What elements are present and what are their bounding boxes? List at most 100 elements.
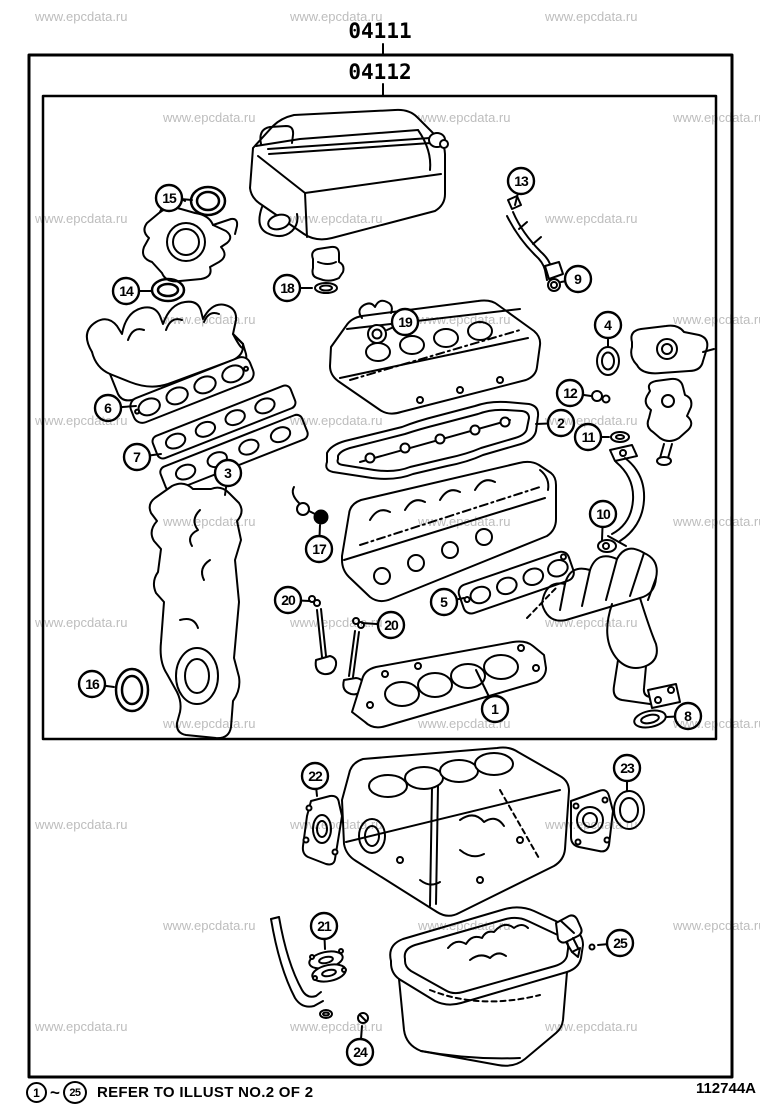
callout-14[interactable]: 14 xyxy=(111,276,152,306)
cylinder-head xyxy=(341,460,557,603)
callout-11[interactable]: 11 xyxy=(573,422,610,452)
callout-9[interactable]: 9 xyxy=(560,264,593,294)
callout-circle[interactable] xyxy=(345,1037,375,1067)
legend-callout-from: 1 xyxy=(26,1082,47,1103)
callout-number: 4 xyxy=(604,317,612,333)
intake-gasket-5 xyxy=(457,550,575,615)
oil-pipe-10 xyxy=(597,457,646,553)
valve-20a xyxy=(308,595,338,676)
manifold-plate-7a xyxy=(151,384,297,460)
callout-number: 7 xyxy=(133,449,141,465)
callout-circle[interactable] xyxy=(555,378,585,408)
callout-number: 18 xyxy=(280,280,295,296)
callout-20[interactable]: 20 xyxy=(273,585,311,615)
callout-circle[interactable] xyxy=(213,458,243,488)
callout-circle[interactable] xyxy=(304,534,334,564)
callout-circle[interactable] xyxy=(612,753,642,783)
callout-3[interactable]: 3 xyxy=(213,458,243,496)
callout-circle[interactable] xyxy=(588,499,618,529)
grommet-19 xyxy=(358,299,393,344)
callout-15[interactable]: 15 xyxy=(154,183,193,213)
callout-19[interactable]: 19 xyxy=(386,307,420,337)
check-valve-25 xyxy=(555,914,596,958)
callout-number: 20 xyxy=(384,617,399,633)
callout-17[interactable]: 17 xyxy=(304,524,334,564)
plug-17 xyxy=(291,486,329,525)
callout-23[interactable]: 23 xyxy=(612,753,642,792)
callout-number: 22 xyxy=(308,768,323,784)
callout-12[interactable]: 12 xyxy=(555,378,592,408)
callout-number: 11 xyxy=(582,429,596,445)
callout-6[interactable]: 6 xyxy=(93,393,137,423)
callout-circle[interactable] xyxy=(563,264,593,294)
cylinder-block xyxy=(341,746,570,917)
gasket-14 xyxy=(150,277,186,303)
callout-circle[interactable] xyxy=(605,928,635,958)
valve-cover-gasket-2 xyxy=(325,400,540,480)
callout-circle[interactable] xyxy=(273,585,303,615)
callout-circle[interactable] xyxy=(154,183,184,213)
callout-number: 10 xyxy=(596,506,611,522)
callout-circle[interactable] xyxy=(673,701,703,731)
callout-13[interactable]: 13 xyxy=(506,166,536,206)
callout-number: 16 xyxy=(85,676,100,692)
callout-1[interactable]: 1 xyxy=(475,669,510,724)
callout-circle[interactable] xyxy=(546,408,576,438)
callout-circle[interactable] xyxy=(300,761,330,791)
callout-24[interactable]: 24 xyxy=(345,1025,375,1067)
callout-number: 1 xyxy=(491,701,499,717)
o-ring-15 xyxy=(189,185,227,217)
callout-2[interactable]: 2 xyxy=(535,408,576,438)
callout-25[interactable]: 25 xyxy=(597,928,635,958)
callout-number: 20 xyxy=(281,592,296,608)
callout-circle[interactable] xyxy=(506,166,536,196)
callout-circle[interactable] xyxy=(593,310,623,340)
callout-10[interactable]: 10 xyxy=(588,499,618,541)
legend: 1 ~ 25 REFER TO ILLUST NO.2 OF 2 xyxy=(26,1081,313,1104)
callout-circle[interactable] xyxy=(309,911,339,941)
callout-18[interactable]: 18 xyxy=(272,273,313,303)
callout-number: 24 xyxy=(353,1044,368,1060)
clamp-11 xyxy=(609,431,638,462)
callout-20[interactable]: 20 xyxy=(361,610,406,640)
callout-circle[interactable] xyxy=(77,669,107,699)
callout-number: 14 xyxy=(119,283,134,299)
callout-21[interactable]: 21 xyxy=(309,911,339,950)
intake-manifold-gasket-6 xyxy=(129,356,255,424)
callout-number: 3 xyxy=(224,465,232,481)
inner-frame xyxy=(41,94,718,741)
callout-7[interactable]: 7 xyxy=(122,442,162,472)
callout-circle[interactable] xyxy=(376,610,406,640)
timing-cover xyxy=(148,482,243,740)
callout-circle[interactable] xyxy=(390,307,420,337)
callout-number: 6 xyxy=(104,400,112,416)
end-plate-22 xyxy=(301,794,343,866)
callout-8[interactable]: 8 xyxy=(665,701,703,731)
callout-5[interactable]: 5 xyxy=(429,587,465,617)
callout-circle[interactable] xyxy=(111,276,141,306)
legend-tilde: ~ xyxy=(50,1082,60,1102)
callout-4[interactable]: 4 xyxy=(593,310,623,347)
callout-number: 15 xyxy=(162,190,177,206)
callout-circle[interactable] xyxy=(573,422,603,452)
callout-22[interactable]: 22 xyxy=(300,761,330,797)
oil-pan xyxy=(389,906,584,1067)
callout-number: 2 xyxy=(557,415,565,431)
callout-number: 19 xyxy=(398,314,413,330)
callout-number: 13 xyxy=(514,173,529,189)
callout-circle[interactable] xyxy=(122,442,152,472)
callout-circle[interactable] xyxy=(93,393,123,423)
legend-text: REFER TO ILLUST NO.2 OF 2 xyxy=(96,1084,314,1101)
crank-seal-16 xyxy=(114,667,150,713)
callout-circle[interactable] xyxy=(480,694,510,724)
sensor-12 xyxy=(591,377,693,466)
legend-callout-to: 25 xyxy=(62,1081,87,1104)
callout-16[interactable]: 16 xyxy=(77,669,115,699)
head-gasket-1 xyxy=(351,640,547,729)
callout-circle[interactable] xyxy=(272,273,302,303)
callout-number: 5 xyxy=(440,594,448,610)
callout-circle[interactable] xyxy=(429,587,459,617)
